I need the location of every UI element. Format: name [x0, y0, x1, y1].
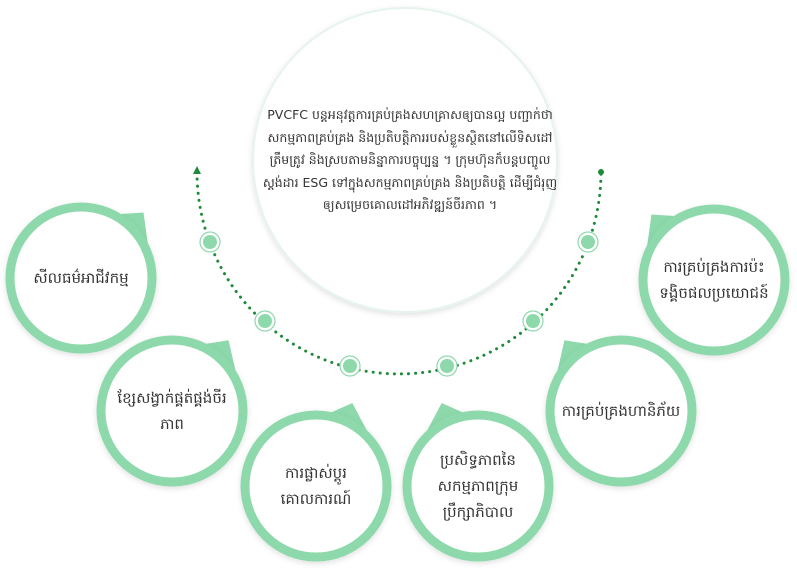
pillar-circle: [5, 202, 157, 354]
arc-node: [577, 231, 599, 253]
center-circle: [252, 7, 558, 313]
arc-node: [522, 310, 544, 332]
pillar-label: ខ្សែសង្វាក់ផ្គត់ផ្គង់ចីរភាព: [117, 389, 227, 433]
pillar-circle: [96, 335, 248, 487]
arc-arrow-icon: [193, 166, 201, 174]
pillar-label: ប្រសិទ្ធភាពនៃសកម្មភាពក្រុមប្រឹក្សាភិបាល: [437, 451, 519, 521]
pillar-circle: [240, 403, 392, 562]
dotted-arc: [195, 170, 603, 376]
pillar-label: សីលធម៌អាជីវកម្ម: [33, 269, 129, 287]
arc-node: [254, 310, 276, 332]
pillar-circle: [402, 403, 554, 562]
pillar-circle: [638, 204, 790, 356]
center-description: PVCFC បន្តអនុវត្តការគ្រប់គ្រងសហគ្រាសឲ្យប…: [262, 107, 558, 212]
pillar-label: ការគ្រប់គ្រងការប៉ះទង្គិចផលប្រយោជន៍: [659, 258, 769, 302]
arc-node: [436, 355, 458, 377]
arc-end-dot: [598, 169, 604, 175]
arc-node: [199, 231, 221, 253]
pillar-label: ការផ្លាស់ប្តូរគោលការណ៍: [280, 464, 352, 508]
pillar-label: ការគ្រប់គ្រងហានិភ័យ: [561, 402, 681, 420]
arc-node: [339, 355, 361, 377]
pillar-circle: [545, 335, 697, 487]
